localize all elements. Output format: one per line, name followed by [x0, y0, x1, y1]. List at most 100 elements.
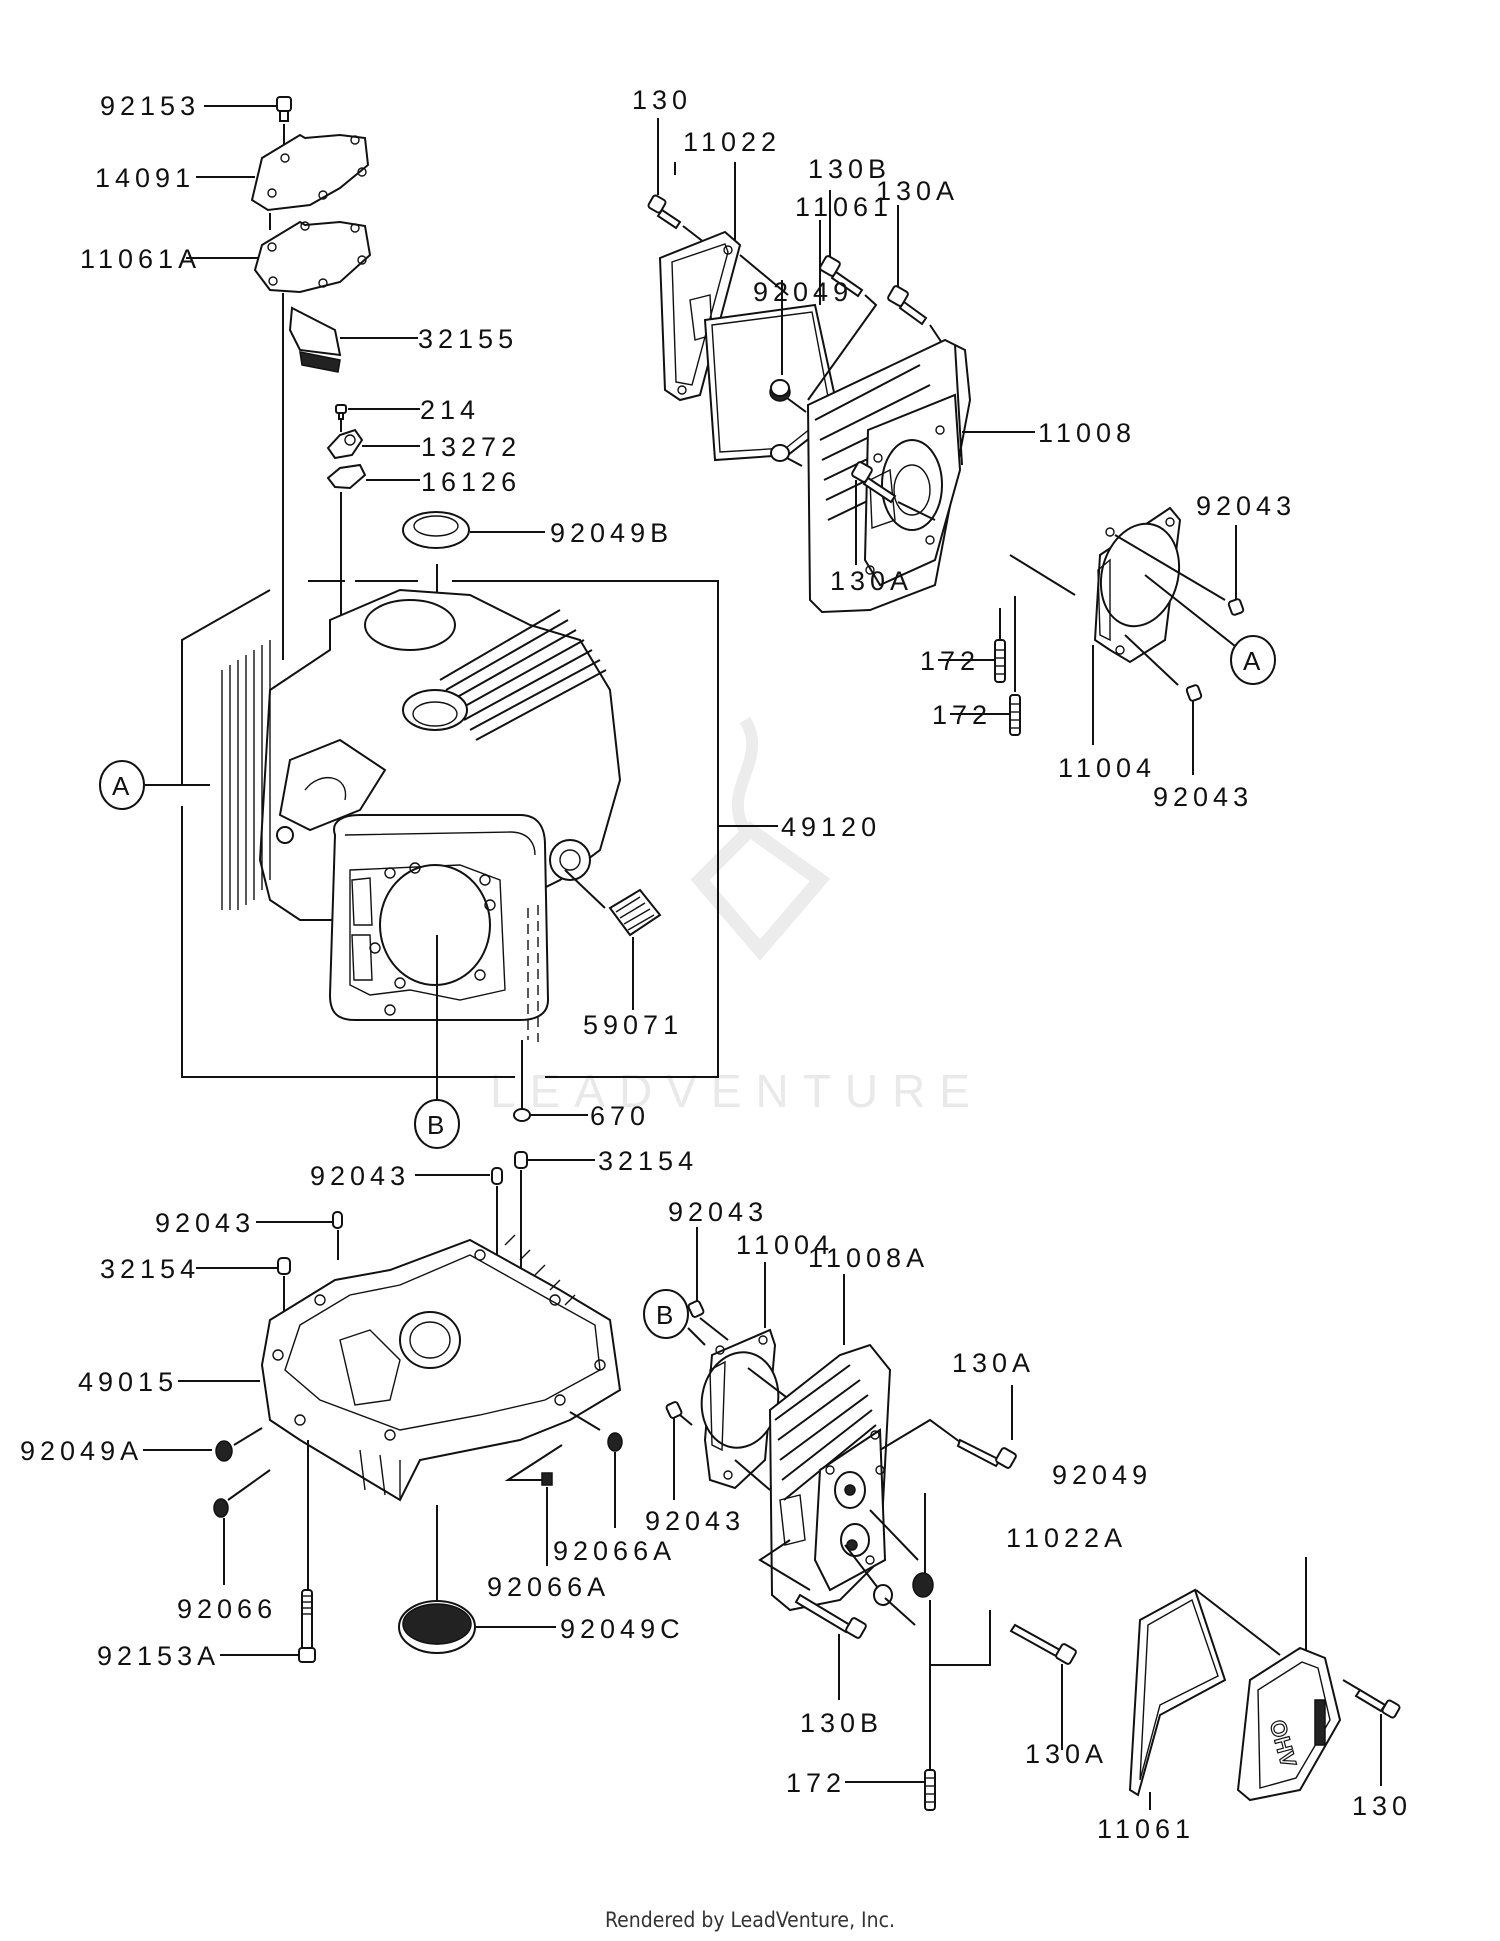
part-130B-bolt-bot[interactable] [794, 1593, 867, 1639]
callout-92153[interactable]: 92153 [100, 91, 200, 121]
callout-130A-top[interactable]: 130A [876, 176, 959, 206]
callout-92043-r2[interactable]: 92043 [1153, 782, 1253, 812]
part-92043-dowel-b3[interactable] [687, 1300, 705, 1318]
callout-92043-r1[interactable]: 92043 [1196, 491, 1296, 521]
callout-130-top[interactable]: 130 [632, 85, 692, 115]
callout-92066A-a[interactable]: 92066A [553, 1536, 676, 1566]
part-92049-plug-top[interactable] [769, 379, 791, 402]
callout-11022[interactable]: 11022 [683, 127, 781, 157]
callout-13272[interactable]: 13272 [421, 432, 521, 462]
callout-16126[interactable]: 16126 [421, 467, 521, 497]
part-92043-dowel-b2[interactable] [332, 1211, 343, 1229]
part-32155-filter[interactable] [288, 306, 342, 373]
part-130-bolt-top[interactable] [647, 194, 682, 230]
crankcase-cover-group [143, 1151, 623, 1663]
callout-130A-mid[interactable]: 130A [830, 566, 913, 596]
callout-130-bot[interactable]: 130 [1352, 1791, 1412, 1821]
footer-credit: Rendered by LeadVenture, Inc. [605, 1908, 895, 1932]
callout-92049-bot[interactable]: 92049 [1052, 1460, 1152, 1490]
part-59071-stud[interactable] [608, 888, 662, 937]
callout-32154-a[interactable]: 32154 [598, 1146, 698, 1176]
ref-B-mid-text: B [427, 1110, 444, 1140]
callout-11004-bot[interactable]: 11004 [736, 1230, 834, 1260]
part-92153-bolt[interactable] [276, 96, 292, 122]
part-130A-bolt-bot1[interactable] [956, 1438, 1017, 1469]
callout-32155[interactable]: 32155 [418, 324, 518, 354]
callout-59071[interactable]: 59071 [583, 1010, 683, 1040]
part-32154-dowel-a[interactable] [514, 1151, 528, 1169]
callout-11008A[interactable]: 11008A [808, 1243, 929, 1273]
part-32154-dowel-b[interactable] [277, 1257, 291, 1275]
callout-92049A[interactable]: 92049A [20, 1436, 143, 1466]
part-11061A-gasket[interactable] [253, 220, 372, 294]
part-172-dowel-b[interactable] [1009, 694, 1021, 736]
part-11061-gasket-bot[interactable] [1128, 1588, 1227, 1797]
part-14091-cover[interactable] [250, 133, 370, 212]
part-92066A-plug-a[interactable] [607, 1432, 623, 1452]
part-92043-dowel-b1[interactable] [491, 1167, 503, 1185]
callout-92049B[interactable]: 92049B [550, 518, 673, 548]
ref-A-left-text: A [112, 771, 130, 801]
part-92066A-plug-b[interactable] [541, 1472, 553, 1486]
callout-92153A[interactable]: 92153A [97, 1641, 220, 1671]
part-92049-plug-top-2[interactable] [770, 444, 790, 462]
part-11004-head-gasket-top[interactable] [1090, 506, 1190, 664]
part-214-screw[interactable] [335, 404, 347, 420]
callout-172-b[interactable]: 172 [932, 700, 992, 730]
part-11022A-valve-cover[interactable]: OHV [1236, 1646, 1342, 1802]
callout-92043-b1[interactable]: 92043 [310, 1161, 410, 1191]
callout-92066A-b[interactable]: 92066A [487, 1572, 610, 1602]
callout-92066[interactable]: 92066 [177, 1594, 277, 1624]
part-130A-bolt-top[interactable] [887, 285, 928, 326]
callout-11061-bot[interactable]: 11061 [1097, 1814, 1195, 1844]
part-92049B-seal[interactable] [402, 511, 470, 549]
part-92043-dowel-b4[interactable] [665, 1401, 683, 1419]
part-16126-plate[interactable] [326, 463, 367, 490]
part-13272-plate[interactable] [326, 428, 364, 460]
callout-130A-bot1[interactable]: 130A [952, 1348, 1035, 1378]
callout-172-c[interactable]: 172 [786, 1768, 846, 1798]
callout-92043-b2[interactable]: 92043 [155, 1208, 255, 1238]
part-130B-bolt-top[interactable] [819, 255, 864, 298]
part-92043-dowel-r1[interactable] [1227, 598, 1245, 616]
callout-11008[interactable]: 11008 [1038, 418, 1136, 448]
callout-214[interactable]: 214 [420, 395, 480, 425]
callout-11061A[interactable]: 11061A [80, 244, 201, 274]
callout-49015[interactable]: 49015 [78, 1367, 178, 1397]
callout-92049C[interactable]: 92049C [560, 1614, 685, 1644]
callout-130A-bot2[interactable]: 130A [1025, 1739, 1108, 1769]
part-670-oring[interactable] [513, 1108, 531, 1122]
callout-670[interactable]: 670 [590, 1101, 650, 1131]
part-92049A-seal[interactable] [215, 1440, 233, 1462]
part-92153A-bolt[interactable] [298, 1589, 316, 1663]
callout-92043-b3[interactable]: 92043 [668, 1197, 768, 1227]
callout-14091[interactable]: 14091 [95, 163, 195, 193]
part-130A-bolt-bot2[interactable] [1009, 1623, 1077, 1665]
part-92049C-seal[interactable] [398, 1600, 476, 1654]
callout-92043-b4[interactable]: 92043 [645, 1506, 745, 1536]
part-130-bolt-bot[interactable] [1354, 1688, 1401, 1719]
callout-11022A[interactable]: 11022A [1006, 1523, 1127, 1553]
callout-130B-bot[interactable]: 130B [800, 1708, 883, 1738]
part-92043-dowel-r2[interactable] [1185, 684, 1203, 702]
callout-11004-top[interactable]: 11004 [1058, 753, 1156, 783]
ref-marker-A-left: A [99, 760, 210, 810]
part-172-dowel-a[interactable] [994, 639, 1006, 683]
callout-92049-top[interactable]: 92049 [753, 277, 853, 307]
callout-32154-b[interactable]: 32154 [100, 1254, 200, 1284]
part-92049-plug-bot[interactable] [912, 1572, 934, 1598]
part-172-dowel-c[interactable] [924, 1769, 936, 1811]
callout-11061-top[interactable]: 11061 [795, 192, 893, 222]
part-11008A-cylinder-head[interactable] [768, 1343, 892, 1612]
callout-172-a[interactable]: 172 [920, 646, 980, 676]
callout-49120[interactable]: 49120 [781, 812, 881, 842]
part-92066-plug[interactable] [213, 1498, 229, 1518]
part-49015-crankcase-cover[interactable] [260, 1234, 622, 1502]
part-49120-crankcase[interactable] [221, 588, 622, 1042]
ref-A-right-text: A [1243, 646, 1261, 676]
callout-130B-top[interactable]: 130B [808, 154, 891, 184]
part-130A-bolt-mid[interactable] [851, 461, 897, 504]
part-11008-cylinder-head[interactable] [806, 338, 972, 614]
head-group-top [647, 118, 1245, 775]
ref-marker-A-right: A [1230, 635, 1276, 685]
